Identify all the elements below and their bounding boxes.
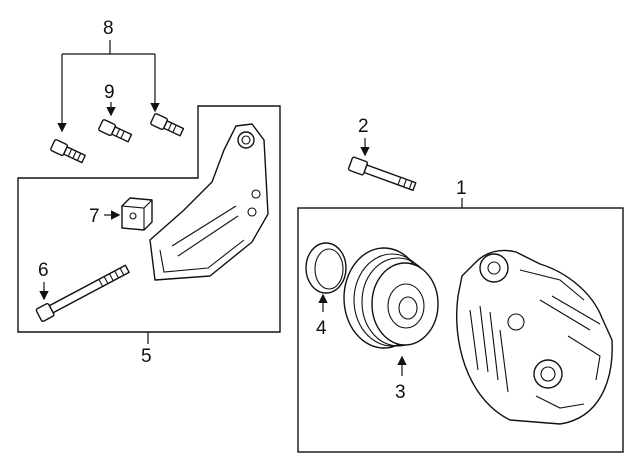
- alternator-group-box: [297, 207, 624, 453]
- nut-block: [121, 197, 153, 231]
- callout-5: 5: [141, 346, 152, 367]
- flange-bolt-left: [50, 139, 86, 164]
- callout-3: 3: [395, 382, 406, 403]
- callout-7: 7: [89, 206, 100, 227]
- flange-bolt-middle: [98, 119, 133, 143]
- flange-bolt-right: [150, 113, 185, 137]
- callout-1: 1: [456, 178, 467, 199]
- callout-9: 9: [104, 82, 115, 103]
- callout-8-leader: [57, 40, 160, 133]
- bracket-group-box: [17, 105, 281, 333]
- end-cap: [305, 242, 347, 294]
- pulley: [343, 247, 439, 349]
- callout-8: 8: [103, 18, 114, 39]
- callout-6: 6: [38, 260, 49, 281]
- callout-2: 2: [358, 116, 369, 137]
- alternator: [455, 249, 613, 425]
- through-bolt: [347, 156, 417, 191]
- alternator-bracket: [149, 123, 269, 281]
- callout-4: 4: [316, 318, 327, 339]
- long-bolt: [35, 264, 130, 322]
